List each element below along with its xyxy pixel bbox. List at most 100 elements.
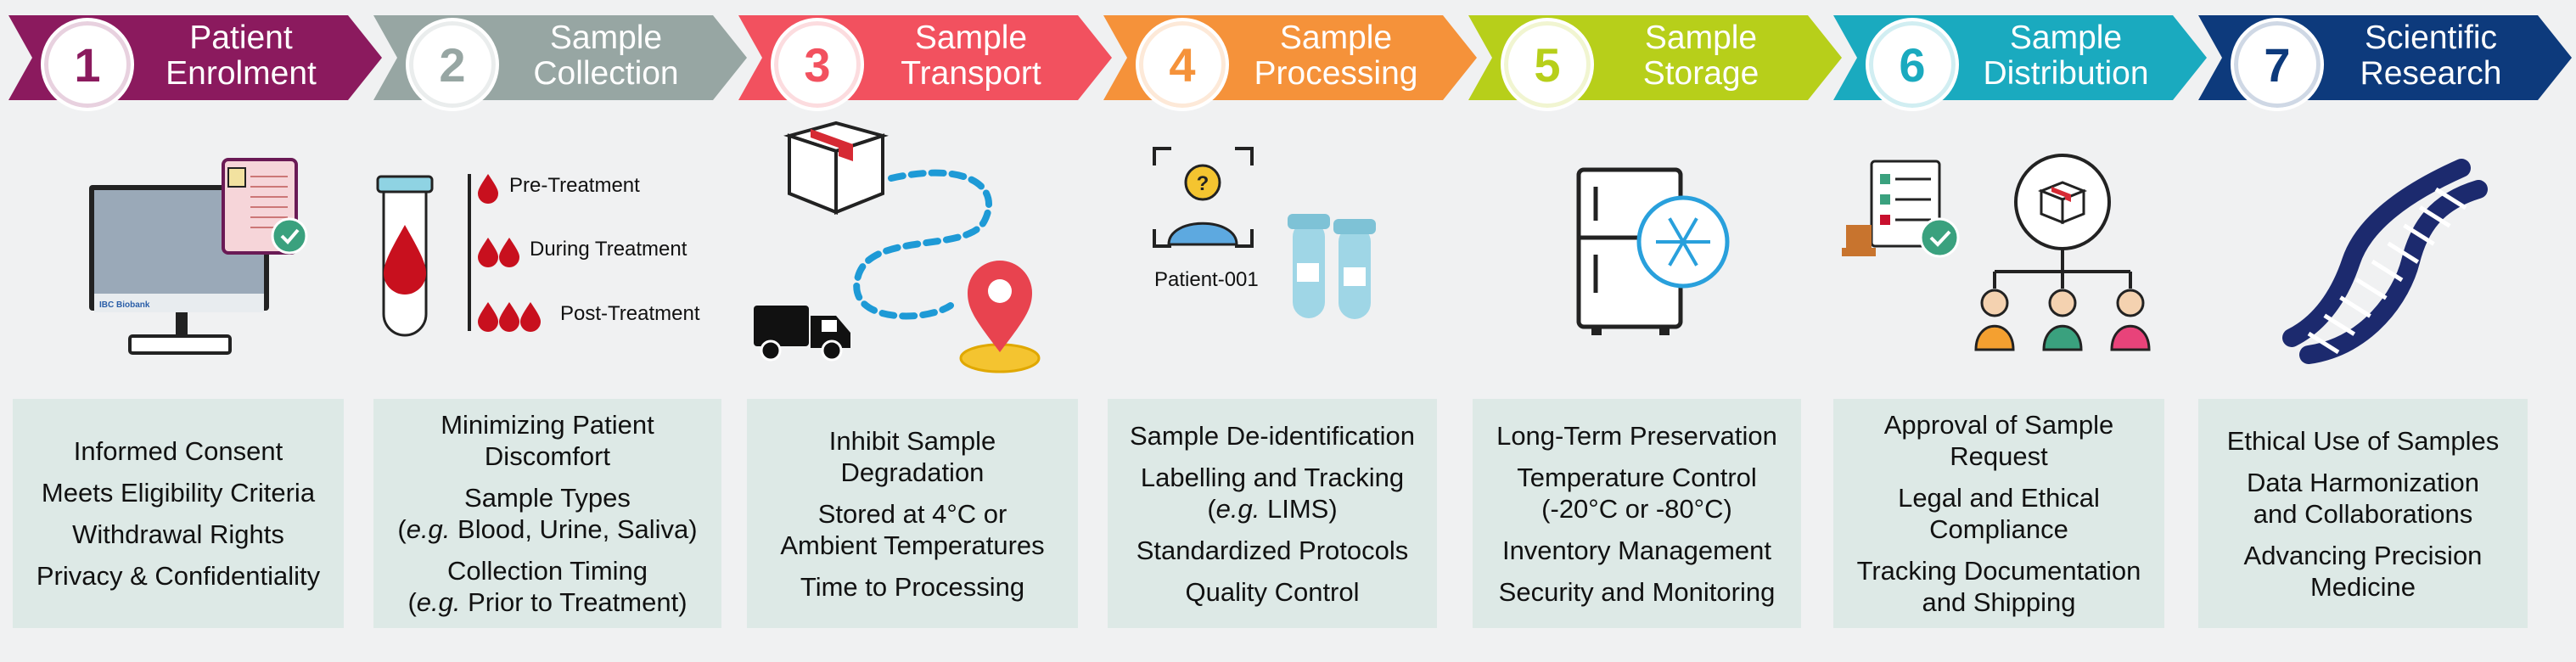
panel-item-line: Tracking Documentation [1856,556,2141,586]
panel-item-line: Ethical Use of Samples [2226,425,2500,456]
panel-item-line: (-20°C or -80°C) [1541,493,1732,524]
panel-item: Meets Eligibility Criteria [42,477,315,508]
anonymous-patient-icon: ? [1150,144,1430,390]
step-number-badge: 7 [2231,18,2324,111]
step-number-badge: 1 [41,18,134,111]
step-title-line-2: Research [2360,55,2502,92]
panel-item-line: Data Harmonization [2247,467,2479,497]
delivery-route-icon [747,119,1052,373]
panel-item: Sample Types(e.g. Blood, Urine, Saliva) [397,482,697,545]
panel-item-line: Privacy & Confidentiality [36,561,321,591]
panel-item-line: Stored at 4°C or [817,498,1007,529]
panel-item: Long-Term Preservation [1496,420,1777,452]
panel-item: Sample De-identification [1130,420,1415,452]
panel-item-line: Compliance [1929,514,2068,544]
step-number-badge: 6 [1866,18,1959,111]
svg-text:IBC Biobank: IBC Biobank [99,300,150,310]
panel-item-line: Request [1950,441,2048,471]
svg-text:?: ? [1197,172,1209,195]
step-number-badge: 2 [406,18,499,111]
panel-item-line: Minimizing Patient [441,410,654,440]
step-title-line-1: Sample [2009,20,2123,56]
step-title-line-2: Storage [1642,55,1759,92]
panel-item-line: Temperature Control [1517,462,1757,492]
panel-item: Inventory Management [1502,535,1771,566]
panel-item-line: Meets Eligibility Criteria [41,478,316,508]
panel-item-line: Approval of Sample [1883,410,2114,440]
step-title-line-1: Sample [914,20,1028,56]
panel-item: Temperature Control(-20°C or -80°C) [1517,462,1757,525]
panel-item-line: Legal and Ethical [1898,483,2100,513]
panel-item-line: Long-Term Preservation [1496,420,1777,451]
step-title-line-2: Processing [1254,55,1418,92]
step-title-line-2: Transport [901,55,1041,92]
panel-item: Time to Processing [800,571,1024,603]
panel-item-line: (e.g. LIMS) [1207,493,1338,524]
panel-item-line: Discomfort [484,441,611,471]
panel-item-line: Degradation [840,457,985,487]
panel-item-line: Quality Control [1185,576,1360,607]
step-title-line-2: Distribution [1983,55,2149,92]
step-title-line-1: Sample [1644,20,1758,56]
panel-item-line: and Collaborations [2253,498,2473,529]
panel-item-line: Standardized Protocols [1136,535,1409,565]
step-number-badge: 4 [1136,18,1229,111]
distribution-network-icon [1838,153,2160,399]
step-title-line-1: Sample [549,20,663,56]
patient-id-label: Patient-001 [1154,268,1259,291]
timing-label: Pre-Treatment [509,174,640,197]
blood-tube-icon [373,144,713,390]
step-number-badge: 5 [1501,18,1594,111]
step-title-line-2: Enrolment [166,55,317,92]
freezer-icon [1574,166,1744,412]
panel-item: Collection Timing(e.g. Prior to Treatmen… [407,555,687,618]
panel-item-line: Sample De-identification [1129,420,1415,451]
step-title-line-1: Scientific [2364,20,2498,56]
panel-item-line: (e.g. Blood, Urine, Saliva) [397,514,698,544]
computer-consent-form-icon: IBC Biobank [81,144,318,390]
panel-item-line: Labelling and Tracking [1140,462,1405,492]
panel-item: Ethical Use of Samples [2227,425,2499,457]
panel-item-line: Inventory Management [1501,535,1772,565]
panel-item-line: (e.g. Prior to Treatment) [407,587,687,617]
panel-item-line: Withdrawal Rights [72,519,284,549]
panel-item: Withdrawal Rights [72,519,284,550]
panel-item-line: Sample Types [464,483,631,513]
panel-item: Privacy & Confidentiality [36,560,320,592]
panel-item: Informed Consent [74,435,283,467]
panel-item: Quality Control [1185,576,1359,608]
panel-item-line: Medicine [2309,571,2416,602]
panel-item-line: Security and Monitoring [1498,576,1776,607]
panel-item-line: and Shipping [1922,587,2076,617]
panel-item-line: Informed Consent [73,436,283,466]
timing-label: During Treatment [530,238,687,261]
step-title-line-2: Collection [533,55,679,92]
timing-label: Post-Treatment [560,302,700,325]
